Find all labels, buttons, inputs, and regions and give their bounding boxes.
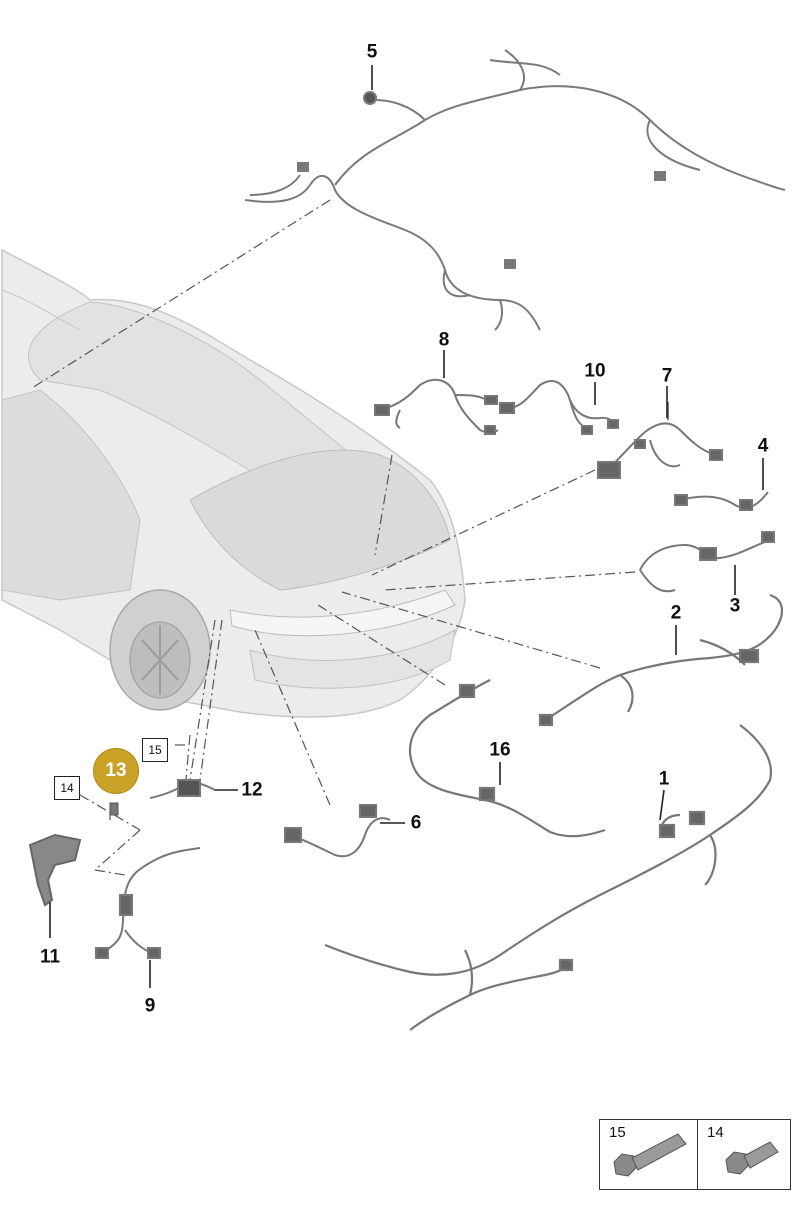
callout-12[interactable]: 12 bbox=[241, 779, 263, 801]
harness-16[interactable] bbox=[408, 679, 606, 838]
bracket-11[interactable] bbox=[28, 833, 82, 907]
harness-7[interactable] bbox=[597, 402, 723, 479]
callout-6[interactable]: 6 bbox=[410, 812, 422, 834]
harness-5[interactable] bbox=[244, 49, 786, 331]
harness-8[interactable] bbox=[374, 378, 499, 435]
fastener-13-part[interactable] bbox=[109, 802, 119, 816]
highlight-callout-13[interactable]: 13 bbox=[93, 748, 139, 794]
callout-11[interactable]: 11 bbox=[39, 946, 61, 968]
boxed-label-14[interactable]: 14 bbox=[54, 776, 80, 800]
callout-2[interactable]: 2 bbox=[670, 602, 682, 624]
legend-cell-15: 15 bbox=[599, 1119, 699, 1190]
callout-3[interactable]: 3 bbox=[729, 595, 741, 617]
harness-4[interactable] bbox=[674, 491, 769, 511]
leader-lines bbox=[31, 199, 636, 876]
callout-8[interactable]: 8 bbox=[438, 329, 450, 351]
callout-5[interactable]: 5 bbox=[366, 41, 378, 63]
car-illustration bbox=[1, 248, 466, 718]
harness-6[interactable] bbox=[284, 804, 391, 858]
harness-1[interactable] bbox=[324, 724, 773, 1031]
callout-1[interactable]: 1 bbox=[658, 768, 670, 790]
legend-cell-14: 14 bbox=[697, 1119, 791, 1190]
part-12[interactable] bbox=[149, 779, 216, 799]
legend-label-14: 14 bbox=[707, 1124, 724, 1141]
callout-16[interactable]: 16 bbox=[489, 739, 511, 761]
harness-10[interactable] bbox=[499, 380, 619, 435]
harness-2-lower[interactable] bbox=[538, 593, 783, 727]
callout-4[interactable]: 4 bbox=[757, 435, 769, 457]
harness-2-3[interactable] bbox=[639, 531, 775, 593]
bolt-long-icon bbox=[613, 1133, 687, 1177]
callout-10[interactable]: 10 bbox=[584, 360, 606, 382]
callout-ticks bbox=[49, 65, 764, 988]
legend-label-15: 15 bbox=[609, 1124, 626, 1141]
bolt-short-icon bbox=[725, 1141, 779, 1175]
boxed-label-15[interactable]: 15 bbox=[142, 738, 168, 762]
callout-9[interactable]: 9 bbox=[144, 995, 156, 1017]
harness-9[interactable] bbox=[95, 847, 201, 959]
callout-7[interactable]: 7 bbox=[661, 365, 673, 387]
